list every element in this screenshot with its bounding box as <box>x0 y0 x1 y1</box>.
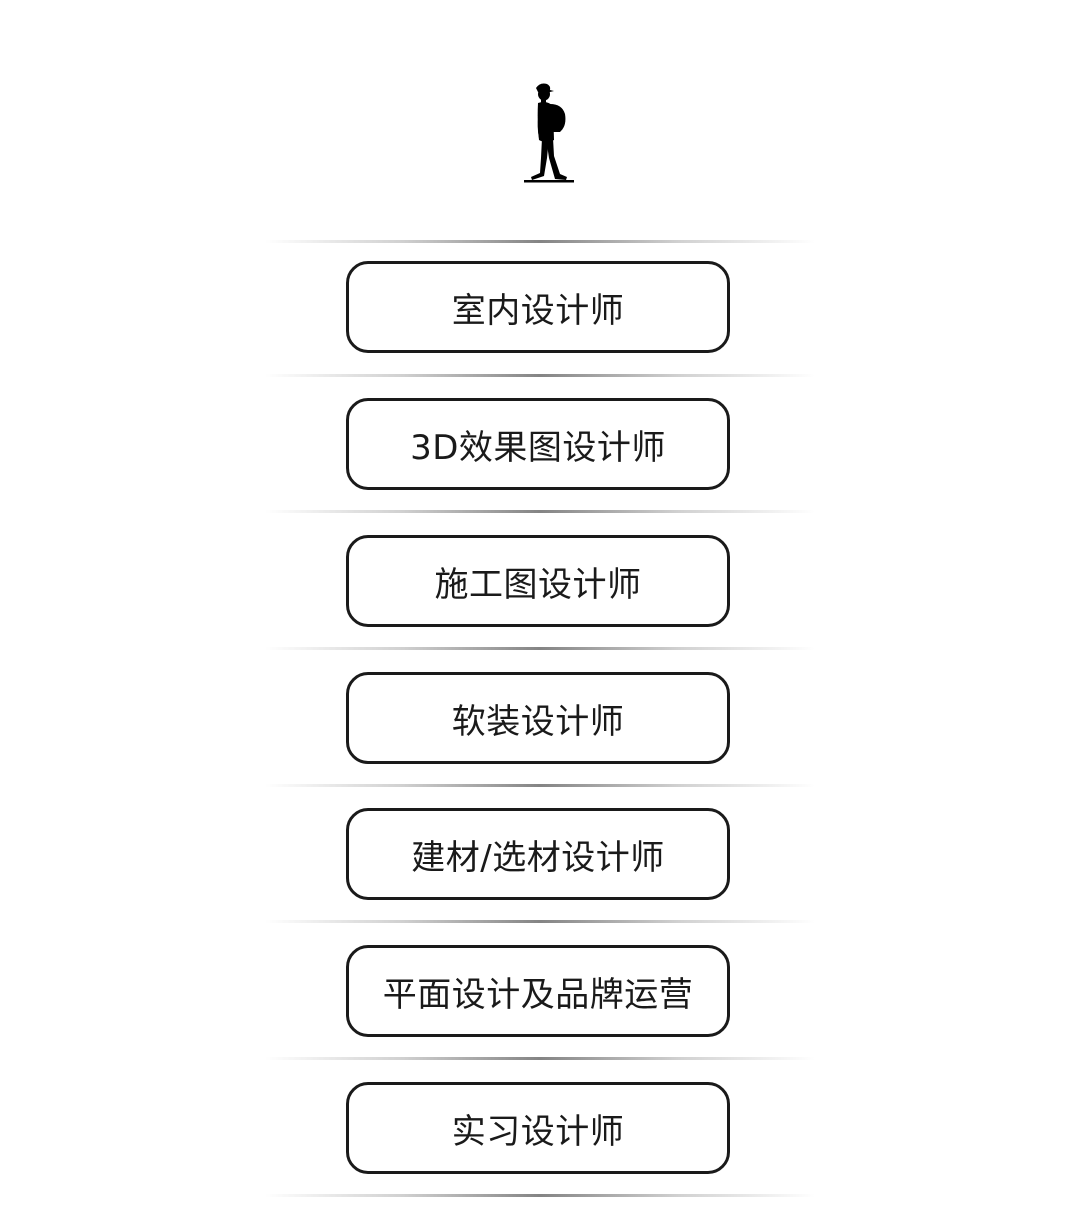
role-button-material-selection-designer[interactable]: 建材/选材设计师 <box>346 808 730 900</box>
role-label: 实习设计师 <box>451 1111 625 1152</box>
role-button-interior-designer[interactable]: 室内设计师 <box>346 261 730 353</box>
walking-hiker-icon <box>524 83 574 183</box>
role-button-construction-drawing-designer[interactable]: 施工图设计师 <box>346 535 730 627</box>
divider <box>265 647 815 650</box>
role-label: 3D效果图设计师 <box>410 427 666 468</box>
divider <box>265 510 815 513</box>
divider <box>265 1194 815 1197</box>
role-label: 室内设计师 <box>451 290 625 331</box>
divider <box>265 1057 815 1060</box>
role-label: 平面设计及品牌运营 <box>382 974 694 1015</box>
role-button-graphic-design-brand-operation[interactable]: 平面设计及品牌运营 <box>346 945 730 1037</box>
role-label: 施工图设计师 <box>434 564 642 605</box>
role-button-3d-rendering-designer[interactable]: 3D效果图设计师 <box>346 398 730 490</box>
divider <box>265 920 815 923</box>
divider <box>265 240 815 243</box>
role-label: 建材/选材设计师 <box>411 837 665 878</box>
role-label: 软装设计师 <box>451 701 625 742</box>
divider <box>265 374 815 377</box>
role-button-intern-designer[interactable]: 实习设计师 <box>346 1082 730 1174</box>
divider <box>265 784 815 787</box>
role-button-soft-furnishing-designer[interactable]: 软装设计师 <box>346 672 730 764</box>
